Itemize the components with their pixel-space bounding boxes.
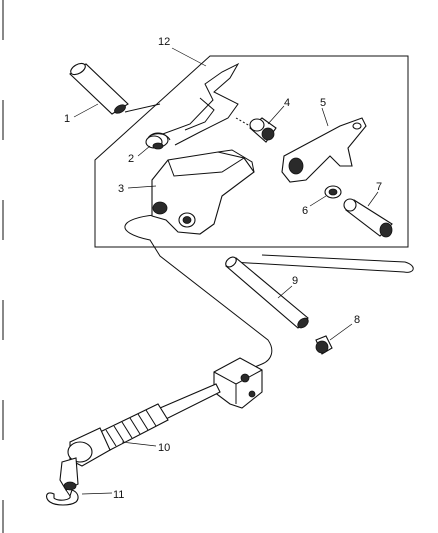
callout-11: 11	[113, 489, 124, 501]
part-8-cap	[315, 335, 333, 355]
callout-labels: 1 2 3 4 5 6 7 8 9 10 11 12	[64, 36, 382, 501]
rod-connector-line	[124, 103, 161, 113]
part-11-e-clip	[45, 489, 79, 506]
part-7-sleeve	[343, 198, 393, 238]
part-1-pin	[69, 62, 129, 115]
part-5-lever	[281, 117, 367, 183]
callout-10: 10	[158, 442, 170, 454]
part-6-small-bushing	[324, 185, 342, 199]
callout-5: 5	[320, 97, 326, 109]
part-3-bracket	[151, 149, 255, 235]
callout-6: 6	[302, 205, 308, 217]
part-4-bushing	[235, 117, 277, 143]
part-9-long-pin	[225, 256, 309, 329]
callout-4: 4	[284, 97, 290, 109]
part-2-spring-coil	[145, 132, 171, 150]
callout-7: 7	[376, 181, 382, 193]
part-10-cable-assembly	[59, 357, 263, 491]
leader-lines	[73, 47, 379, 495]
callout-1: 1	[64, 113, 70, 125]
callout-9: 9	[292, 275, 298, 287]
assembly-frame	[94, 55, 409, 248]
part-12-spring-wire	[159, 62, 240, 146]
cable-wire	[124, 214, 273, 379]
pin-routing-line	[231, 254, 414, 273]
callout-12: 12	[158, 36, 170, 48]
callout-2: 2	[128, 153, 134, 165]
callout-3: 3	[118, 183, 124, 195]
callout-8: 8	[354, 314, 360, 326]
